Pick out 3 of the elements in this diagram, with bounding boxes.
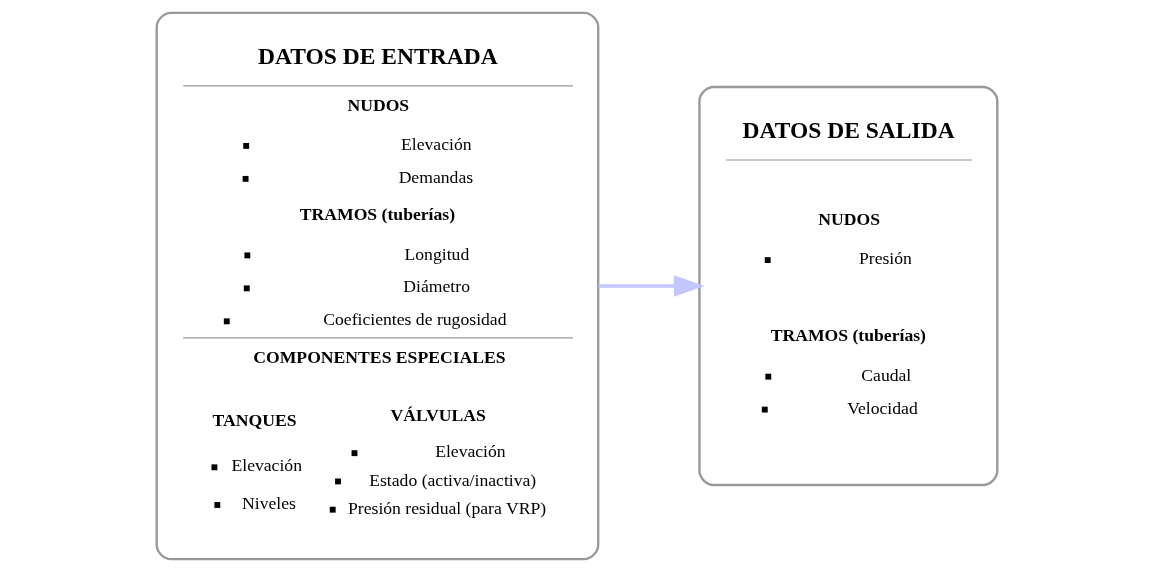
node-box: DATOS DE SALIDA NUDOS Presión TRAMOS (tuberías) Caudal Velocidad <box>698 85 999 487</box>
arrow <box>598 275 705 297</box>
node-box: DATOS DE ENTRADA NUDOS Elevación Demandas TRAMOS (tuberías) Longitud Diámetro Coeficientes de rugosidad COMPONENTES ESPECIALES TANQUES Elevación Niveles VÁLVULAS Elevación Estado (activa/inactiva) Presión residual (para VRP) <box>155 11 600 561</box>
